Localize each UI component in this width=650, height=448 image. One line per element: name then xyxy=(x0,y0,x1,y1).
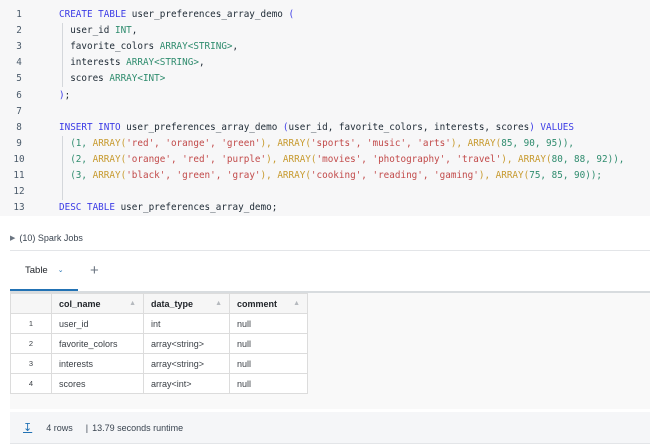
row-count: 4 rows xyxy=(46,422,73,433)
line-number: 10 xyxy=(13,153,25,165)
result-grid-area: col_name▲ data_type▲ comment▲ 1 user_id … xyxy=(10,293,650,409)
divider xyxy=(10,250,650,251)
line-number: 7 xyxy=(16,105,22,117)
line-number: 4 xyxy=(16,57,22,69)
line-number: 5 xyxy=(16,73,22,85)
result-tabbar: Table ⌄ + xyxy=(10,251,650,292)
sort-icon[interactable]: ▲ xyxy=(293,299,300,307)
cell-data-type[interactable]: array<string> xyxy=(143,333,230,354)
plus-icon[interactable]: + xyxy=(90,262,99,279)
line-number: 1 xyxy=(16,9,22,20)
code-line[interactable]: 5 scores ARRAY<INT> xyxy=(0,71,650,87)
cell-data-type[interactable]: int xyxy=(143,313,230,334)
column-header-data-type[interactable]: data_type▲ xyxy=(143,293,230,314)
result-footer: ↧ 4 rows | 13.79 seconds runtime xyxy=(10,412,650,444)
row-number: 1 xyxy=(10,313,52,334)
column-header-comment[interactable]: comment▲ xyxy=(229,293,308,314)
code-line[interactable]: 11 (3, ARRAY('black', 'green', 'gray'), … xyxy=(0,168,650,184)
code-text: DESC TABLE user_preferences_array_demo; xyxy=(59,202,278,214)
table-header-row: col_name▲ data_type▲ comment▲ xyxy=(10,293,308,314)
row-number: 3 xyxy=(10,353,52,374)
tab-underline xyxy=(10,291,650,293)
code-line[interactable]: 1 CREATE TABLE user_preferences_array_dem… xyxy=(0,7,650,23)
triangle-right-icon: ▶ xyxy=(10,235,16,242)
indent-guide xyxy=(62,23,63,88)
code-text: (3, ARRAY('black', 'green', 'gray'), ARR… xyxy=(59,170,603,181)
sort-icon[interactable]: ▲ xyxy=(129,299,136,307)
code-text: (1, ARRAY('red', 'orange', 'green'), ARR… xyxy=(59,137,575,149)
line-number: 12 xyxy=(13,186,25,198)
cell-comment[interactable]: null xyxy=(229,333,308,354)
separator: | xyxy=(85,422,89,433)
code-text: user_id INT, xyxy=(59,25,138,37)
code-text: scores ARRAY<INT> xyxy=(59,73,166,85)
download-icon[interactable]: ↧ xyxy=(23,422,33,434)
line-number: 2 xyxy=(16,25,22,37)
line-number: 9 xyxy=(16,137,22,149)
row-number: 2 xyxy=(10,333,52,354)
code-line[interactable]: 8 INSERT INTO user_preferences_array_demo… xyxy=(0,120,650,136)
line-number: 13 xyxy=(13,202,25,214)
cell-comment[interactable]: null xyxy=(229,313,308,334)
line-number: 8 xyxy=(16,121,22,133)
table-row: 2 favorite_colors array<string> null xyxy=(10,333,308,354)
tab-table-label: Table xyxy=(25,264,48,276)
code-text: (2, ARRAY('orange', 'red', 'purple'), AR… xyxy=(59,153,625,165)
code-editor[interactable]: 1 CREATE TABLE user_preferences_array_dem… xyxy=(0,0,650,216)
code-text: CREATE TABLE user_preferences_array_demo… xyxy=(59,9,295,20)
code-text: interests ARRAY<STRING>, xyxy=(59,57,205,69)
rownum-header xyxy=(10,293,52,314)
indent-guide xyxy=(62,135,63,201)
result-panel: Table ⌄ + col_name▲ data_type▲ comment▲ … xyxy=(10,250,650,448)
column-header-col-name[interactable]: col_name▲ xyxy=(51,293,144,314)
code-line[interactable]: 7 xyxy=(0,104,650,120)
sort-icon[interactable]: ▲ xyxy=(215,299,222,307)
table-row: 4 scores array<int> null xyxy=(10,373,308,394)
cell-data-type[interactable]: array<string> xyxy=(143,353,230,374)
code-line[interactable]: 2 user_id INT, xyxy=(0,23,650,39)
spark-jobs-label: (10) Spark Jobs xyxy=(19,233,83,243)
code-line[interactable]: 12 xyxy=(0,184,650,200)
cell-col-name[interactable]: interests xyxy=(51,353,144,374)
cell-col-name[interactable]: favorite_colors xyxy=(51,333,144,354)
table-row: 1 user_id int null xyxy=(10,313,308,334)
cell-comment[interactable]: null xyxy=(229,373,308,394)
line-number: 3 xyxy=(16,41,22,53)
result-table: col_name▲ data_type▲ comment▲ 1 user_id … xyxy=(10,293,308,394)
code-text: ); xyxy=(59,89,71,101)
cell-data-type[interactable]: array<int> xyxy=(143,373,230,394)
spark-jobs-toggle[interactable]: ▶ (10) Spark Jobs xyxy=(10,233,83,243)
code-text: favorite_colors ARRAY<STRING>, xyxy=(59,41,239,53)
code-line[interactable]: 13 DESC TABLE user_preferences_array_demo… xyxy=(0,200,650,216)
cell-col-name[interactable]: user_id xyxy=(51,313,144,334)
line-number: 6 xyxy=(16,89,22,101)
line-number: 11 xyxy=(13,170,25,181)
table-row: 3 interests array<string> null xyxy=(10,353,308,374)
code-text: INSERT INTO user_preferences_array_demo … xyxy=(59,121,574,133)
cell-col-name[interactable]: scores xyxy=(51,373,144,394)
code-line[interactable]: 3 favorite_colors ARRAY<STRING>, xyxy=(0,39,650,55)
code-line[interactable]: 6); xyxy=(0,88,650,104)
code-line[interactable]: 9 (1, ARRAY('red', 'orange', 'green'), A… xyxy=(0,136,650,152)
code-line[interactable]: 4 interests ARRAY<STRING>, xyxy=(0,55,650,71)
chevron-down-icon[interactable]: ⌄ xyxy=(57,267,64,274)
tab-table[interactable]: Table ⌄ xyxy=(10,251,78,292)
cell-comment[interactable]: null xyxy=(229,353,308,374)
runtime-label: 13.79 seconds runtime xyxy=(92,422,184,433)
code-line[interactable]: 10 (2, ARRAY('orange', 'red', 'purple'),… xyxy=(0,152,650,168)
row-number: 4 xyxy=(10,373,52,394)
